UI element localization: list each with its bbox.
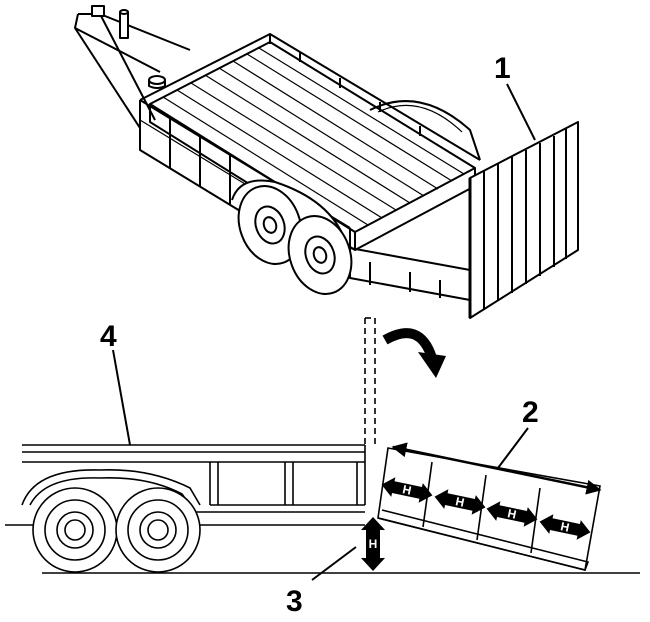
- callout-4-label: 4: [100, 320, 117, 353]
- ramp-segment-label: H: [454, 494, 465, 509]
- ramp-gate: [468, 121, 579, 319]
- ramp-segment-label: H: [401, 482, 412, 497]
- ramp-length-arrow: [391, 442, 602, 495]
- trailer-side-view: [5, 317, 376, 573]
- callout-2-leader: [497, 427, 529, 469]
- ramp-segment-label: H: [506, 506, 517, 521]
- callout-1-leader: [506, 83, 536, 141]
- callout-2-label: 2: [522, 396, 539, 429]
- ramp-segment-arrows: H H H H: [381, 477, 591, 540]
- side-wheel-front: [32, 487, 118, 573]
- bed-height-label: H: [369, 537, 378, 551]
- gate-raised-position: [364, 317, 376, 445]
- trailer-fender-top: [369, 100, 481, 161]
- trailer-bed: [149, 41, 476, 251]
- ramp-segment-label: H: [559, 519, 570, 534]
- callout-1-label: 1: [494, 52, 511, 85]
- trailer-wheels: [231, 179, 353, 295]
- ramp-segment-arrow-3: H: [486, 501, 538, 527]
- callout-3-label: 3: [286, 585, 303, 617]
- rotation-arrow-icon: [382, 328, 446, 378]
- callout-4-leader: [112, 349, 131, 446]
- trailer-isometric-illustration: [74, 5, 579, 319]
- ramp-segment-arrow-2: H: [434, 489, 486, 515]
- bed-height-arrow: H: [361, 517, 385, 571]
- ramp-segment-arrow-4: H: [539, 514, 591, 540]
- callout-3-leader: [311, 546, 357, 581]
- ramp-segment-arrow-1: H: [381, 477, 433, 503]
- trailer-tongue: [74, 5, 191, 129]
- side-wheel-rear: [115, 487, 201, 573]
